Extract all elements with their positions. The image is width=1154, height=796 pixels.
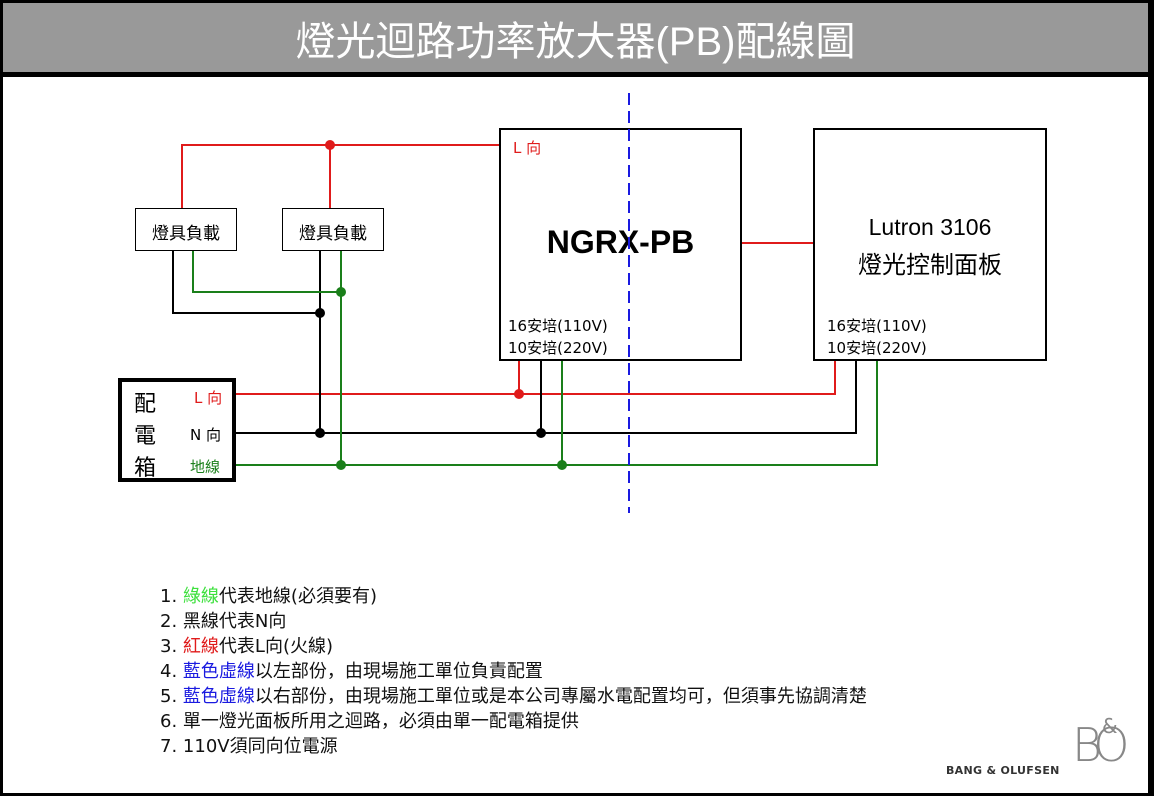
junction-live-top bbox=[325, 140, 335, 150]
terminal-ground-label: 地線 bbox=[190, 458, 221, 476]
ngrx-name: NGRX-PB bbox=[546, 224, 695, 260]
junction-ground-load bbox=[336, 287, 346, 297]
lutron-model: Lutron 3106 bbox=[868, 214, 992, 240]
lutron-description: 燈光控制面板 bbox=[858, 251, 1002, 279]
note-item: 7. 110V須同向位電源 bbox=[160, 736, 338, 757]
junction-ground-panel bbox=[336, 460, 346, 470]
ground-wire-main bbox=[235, 359, 878, 466]
distribution-panel: 配 電 箱 L 向 N 向 地線 bbox=[118, 378, 236, 482]
junction-neutral-panel bbox=[315, 428, 325, 438]
ground-wire-load1 bbox=[192, 249, 341, 293]
load-label: 燈具負載 bbox=[152, 224, 220, 244]
load-label: 燈具負載 bbox=[299, 224, 367, 244]
title-bar: 燈光迴路功率放大器(PB)配線圖 bbox=[3, 3, 1148, 72]
logo-bo: BO bbox=[1072, 718, 1129, 772]
panel-char-1: 配 bbox=[134, 392, 157, 417]
junction-neutral-load bbox=[315, 308, 325, 318]
note-item: 6. 單一燈光面板所用之迴路，必須由單一配電箱提供 bbox=[160, 711, 579, 732]
load-box-1: 燈具負載 bbox=[135, 208, 237, 251]
page-title: 燈光迴路功率放大器(PB)配線圖 bbox=[295, 19, 856, 64]
wiring-diagram bbox=[172, 140, 878, 470]
ngrx-rating-220v: 10安培(220V) bbox=[508, 339, 608, 357]
note-item: 3. 紅線代表L向(火線) bbox=[160, 636, 333, 657]
note-item: 4. 藍色虛線以左部份，由現場施工單位負責配置 bbox=[160, 661, 543, 682]
terminal-neutral-label: N 向 bbox=[190, 426, 221, 444]
terminal-live-label: L 向 bbox=[194, 389, 223, 407]
panel-char-2: 電 bbox=[134, 424, 157, 449]
note-item: 5. 藍色虛線以右部份，由現場施工單位或是本公司專屬水電配置均可，但須事先協調清… bbox=[160, 686, 867, 707]
note-item: 1. 綠線代表地線(必須要有) bbox=[160, 586, 377, 607]
logo-ampersand: & bbox=[1102, 714, 1118, 738]
brand-logo-text: BANG & OLUFSEN bbox=[946, 764, 1060, 777]
notes-list: 1. 綠線代表地線(必須要有) 2. 黑線代表N向 3. 紅線代表L向(火線) … bbox=[160, 584, 867, 759]
divider-layer bbox=[628, 93, 630, 513]
panel-char-3: 箱 bbox=[134, 456, 157, 481]
ngrx-rating-110v: 16安培(110V) bbox=[508, 317, 608, 335]
neutral-wire-main bbox=[235, 359, 857, 434]
junction-live-ngrx bbox=[514, 389, 524, 399]
lutron-panel-box: Lutron 3106 燈光控制面板 16安培(110V) 10安培(220V) bbox=[813, 128, 1047, 361]
diagram-canvas: 燈具負載 燈具負載 L 向 NGRX-PB 16安培(110V) 10安培(22… bbox=[3, 77, 1148, 793]
live-wire-main bbox=[235, 359, 836, 395]
load-box-2: 燈具負載 bbox=[282, 208, 384, 251]
neutral-wire-load1 bbox=[172, 249, 320, 314]
lutron-rating-220v: 10安培(220V) bbox=[827, 339, 927, 357]
live-wire-top bbox=[181, 144, 500, 209]
ngrx-pb-box: L 向 NGRX-PB 16安培(110V) 10安培(220V) bbox=[499, 128, 742, 361]
note-item: 2. 黑線代表N向 bbox=[160, 611, 287, 632]
lutron-rating-110v: 16安培(110V) bbox=[827, 317, 927, 335]
junction-neutral-ngrx bbox=[536, 428, 546, 438]
live-label-top: L 向 bbox=[513, 139, 542, 157]
junction-ground-ngrx bbox=[557, 460, 567, 470]
